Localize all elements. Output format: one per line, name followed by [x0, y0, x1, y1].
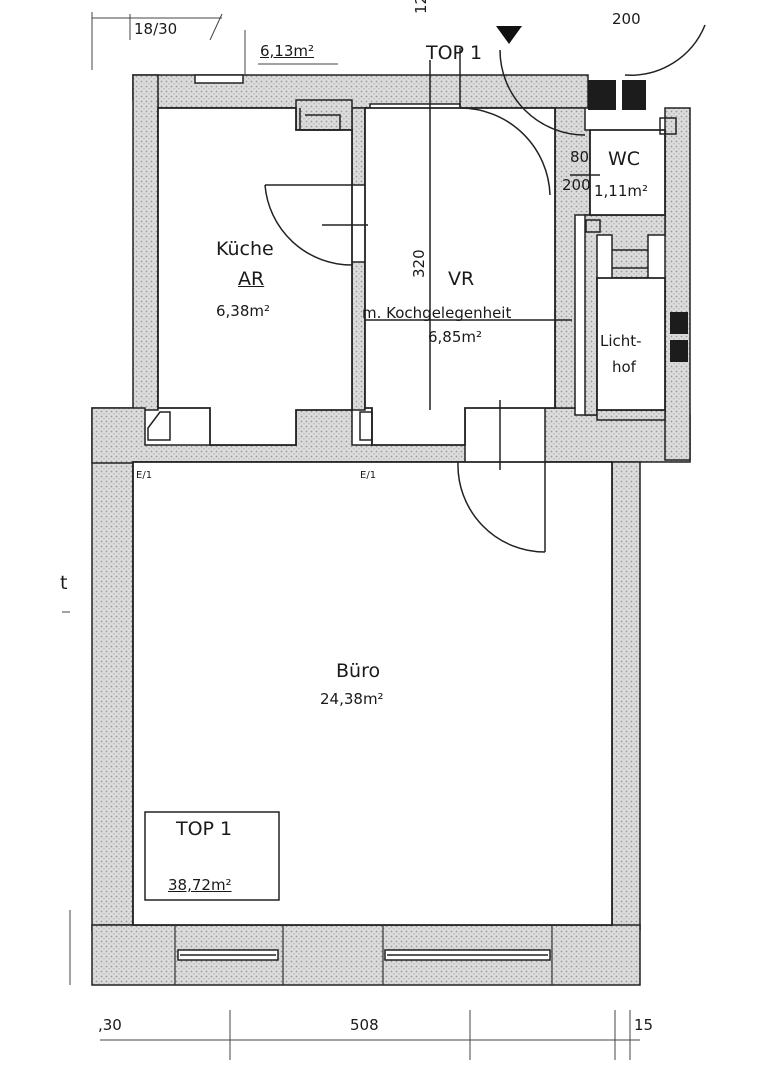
office-name: Büro [336, 660, 381, 682]
dim-top-right: 200 [612, 10, 641, 28]
kitchen-name: Küche [216, 238, 274, 260]
vr-interior [364, 107, 556, 446]
office-right-wall [611, 461, 641, 931]
wc-door-arc [499, 49, 586, 136]
left-wall-lower [91, 407, 134, 931]
vr-name: VR [448, 268, 475, 290]
e1-right-label: E/1 [360, 470, 377, 481]
vr-door-arc [459, 107, 551, 196]
outer-door-arc [624, 24, 706, 76]
dim-wc-width: 80 [570, 148, 590, 166]
kitchen-interior [157, 107, 353, 446]
lichthof-line1: Licht- [600, 332, 642, 350]
kitchen-vr-wall [351, 107, 366, 186]
bottom-wall [91, 924, 641, 986]
unit-header-label: TOP 1 [426, 42, 483, 64]
dim-wc-height: 200 [562, 176, 591, 194]
kitchen-door-arc [264, 184, 353, 266]
office-door-arc [457, 461, 546, 553]
dim-vr-height: 320 [410, 249, 428, 278]
window-area-label: 6,13m² [260, 42, 315, 60]
office-area: 24,38m² [320, 690, 384, 708]
kitchen-vr-wall-lower [351, 261, 366, 411]
room-interiors [132, 107, 666, 926]
unit-summary-box [144, 811, 280, 901]
wc-area: 1,11m² [594, 182, 649, 200]
details [147, 60, 677, 470]
dimension-lines [62, 12, 640, 1060]
window-reveals [174, 925, 553, 985]
doors [264, 24, 706, 553]
kitchen-sub: AR [238, 268, 265, 290]
vr-sub: m. Kochgelegenheit [362, 304, 512, 322]
edge-fragment-label: t [60, 572, 68, 594]
lichthof-line2: hof [612, 358, 636, 376]
lichthof-bottom [596, 409, 666, 421]
unit-box-title: TOP 1 [176, 818, 233, 840]
dim-bottom-right: 15 [634, 1016, 654, 1034]
pillars [588, 80, 688, 362]
walls [91, 74, 691, 986]
dim-top-mark: 12 [412, 0, 430, 14]
dim-bottom-left: ,30 [98, 1016, 122, 1034]
windows [177, 74, 551, 961]
vr-area: 6,85m² [428, 328, 483, 346]
lichthof-interior [596, 277, 666, 411]
wc-name: WC [608, 148, 641, 170]
wc-interior [589, 129, 666, 216]
office-interior [132, 461, 613, 926]
e1-left-label: E/1 [136, 470, 153, 481]
entrance-marker-icon [496, 26, 522, 44]
dim-top-left: 18/30 [134, 20, 178, 38]
dim-bottom-mid: 508 [350, 1016, 379, 1034]
left-wall-upper [132, 74, 159, 411]
kitchen-area: 6,38m² [216, 302, 271, 320]
wc-right-wall [664, 107, 691, 461]
unit-box-area: 38,72m² [168, 876, 232, 894]
